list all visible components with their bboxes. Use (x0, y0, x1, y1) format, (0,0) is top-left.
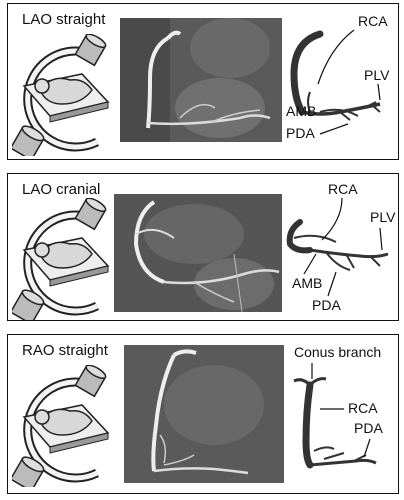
rca-diagram: RCA PLV AMB PDA (286, 181, 396, 313)
view-label: LAO cranial (22, 181, 101, 198)
rca-diagram: RCA PLV AMB PDA (286, 13, 390, 141)
panel-lao-cranial: LAO cranial RCA PLV AMB PDA (7, 173, 399, 321)
angiogram-image (124, 345, 284, 483)
view-label: LAO straight (22, 11, 106, 28)
panel-lao-straight: LAO straight RCA PLV AMB PDA (7, 3, 399, 160)
label-rca: RCA (348, 400, 378, 416)
c-arm-illustration (12, 365, 122, 487)
rca-diagram: Conus branch RCA PDA (293, 344, 383, 469)
label-amb: AMB (292, 275, 322, 291)
panel-rao-straight: RAO straight Conus branch RCA PDA (7, 334, 399, 494)
label-amb: AMB (286, 103, 316, 119)
label-plv: PLV (364, 67, 390, 83)
label-pda: PDA (354, 420, 383, 436)
label-pda: PDA (312, 297, 341, 313)
label-pda: PDA (286, 125, 315, 141)
label-plv: PLV (370, 209, 396, 225)
angiogram-image (114, 194, 282, 312)
view-label: RAO straight (22, 342, 108, 359)
angiogram-image (120, 18, 282, 142)
label-rca: RCA (358, 13, 388, 29)
c-arm-illustration (12, 34, 122, 156)
label-rca: RCA (328, 181, 358, 197)
c-arm-illustration (12, 198, 122, 320)
label-conus: Conus branch (294, 344, 381, 360)
